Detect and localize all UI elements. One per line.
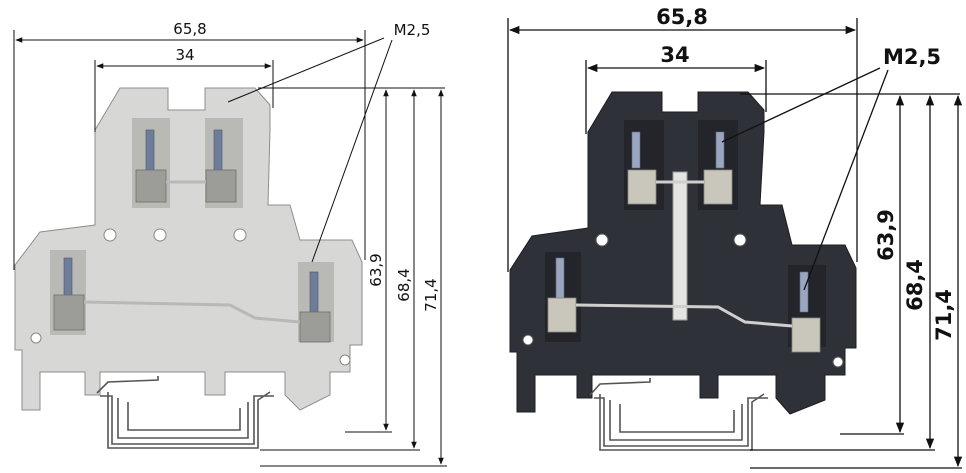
left-leader-2 xyxy=(311,39,393,263)
left-dim-height-2: 68,4 xyxy=(395,268,413,301)
right-screw-4-icon xyxy=(799,271,809,313)
right-leader-2 xyxy=(803,69,889,291)
right-terminal-drawing xyxy=(509,91,857,451)
right-clamp-3 xyxy=(547,297,577,333)
right-clamp-4 xyxy=(791,317,821,353)
left-clamp-2 xyxy=(205,169,237,203)
left-dim-screw: M2,5 xyxy=(394,21,431,39)
left-clamp-4 xyxy=(299,311,331,343)
left-leader-1 xyxy=(227,37,385,103)
right-dim-height-3: 71,4 xyxy=(932,289,956,341)
left-dim-height-1: 63,9 xyxy=(367,253,385,286)
left-terminal-body xyxy=(14,87,363,411)
right-clamp-1 xyxy=(627,169,657,205)
left-din-rail xyxy=(96,376,274,449)
left-clamp-1 xyxy=(135,169,167,203)
right-dim-height-2: 68,4 xyxy=(903,259,927,311)
left-dimensions: 65,8 34 M2,5 63,9 68,4 71,4 xyxy=(13,20,447,467)
right-screw-3-icon xyxy=(555,257,565,299)
right-dimensions: 65,8 34 M2,5 63,9 68,4 71,4 xyxy=(507,5,963,469)
right-hole-2 xyxy=(733,233,747,247)
left-dim-width-inner: 34 xyxy=(175,46,194,64)
left-hole-4 xyxy=(30,332,42,344)
right-screw-1-icon xyxy=(631,131,641,169)
left-hole-1 xyxy=(103,228,117,242)
left-dim-width-total: 65,8 xyxy=(173,20,206,38)
left-lower-bridge xyxy=(83,300,301,324)
right-clamp-2 xyxy=(703,169,733,205)
right-dim-width-inner: 34 xyxy=(660,43,689,67)
right-hole-3 xyxy=(522,334,534,346)
right-dim-screw: M2,5 xyxy=(883,45,941,69)
left-screw-3-icon xyxy=(63,257,73,299)
right-hole-4 xyxy=(832,356,844,368)
right-screw-2-icon xyxy=(715,131,725,169)
left-screw-2-icon xyxy=(213,129,223,171)
right-dim-height-1: 63,9 xyxy=(874,209,898,261)
left-screw-4-icon xyxy=(309,271,319,313)
right-bridge-post xyxy=(672,171,688,321)
left-clamp-3 xyxy=(53,294,85,331)
left-screw-1-icon xyxy=(145,129,155,171)
left-hole-3 xyxy=(233,228,247,242)
left-hole-2 xyxy=(153,228,167,242)
right-hole-1 xyxy=(595,233,609,247)
right-din-rail xyxy=(589,378,768,451)
left-hole-5 xyxy=(339,354,351,366)
right-dim-width-total: 65,8 xyxy=(656,5,708,29)
right-lower-bridge xyxy=(575,303,793,328)
left-terminal-drawing xyxy=(14,87,363,449)
right-leader-1 xyxy=(721,67,881,143)
left-dim-height-3: 71,4 xyxy=(422,278,440,311)
